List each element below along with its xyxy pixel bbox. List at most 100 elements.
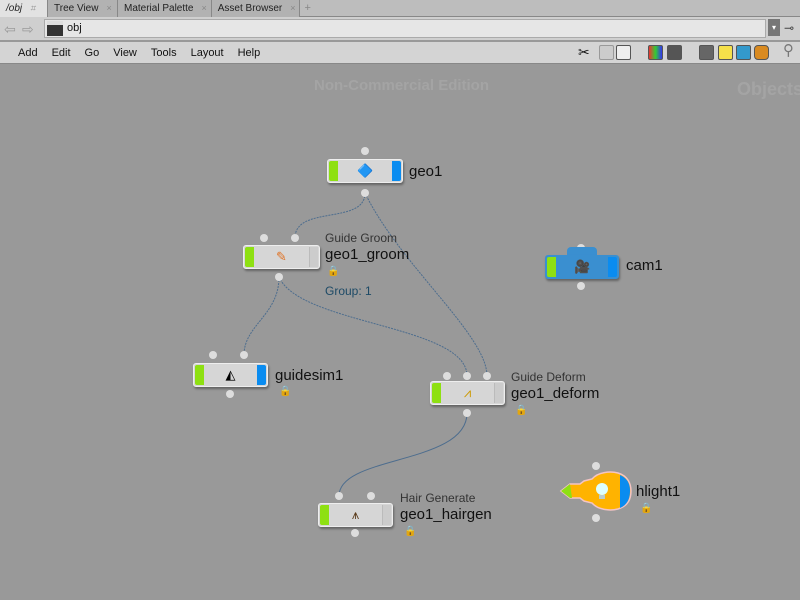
output-connector[interactable] [351,529,359,537]
menu-bar: Add Edit Go View Tools Layout Help ✂ ⚲ [0,42,800,64]
input-connector[interactable] [260,234,268,242]
node-hlight1[interactable] [558,470,632,512]
network-canvas[interactable]: Non-Commercial Edition Objects 🔷 geo1 ✎ … [0,65,800,600]
node-guidesim1[interactable]: ◭ [193,363,268,387]
bypass-flag[interactable] [329,161,338,181]
path-field[interactable]: obj [44,19,766,38]
network-box-icon[interactable] [699,45,714,60]
input-connector[interactable] [592,462,600,470]
output-connector[interactable] [275,273,283,281]
deform-icon: ⩘ [463,385,472,400]
tab-tree-view[interactable]: Tree View× [48,0,118,17]
bypass-flag[interactable] [195,365,204,385]
color-palette-icon[interactable] [648,45,663,60]
list-icon[interactable] [616,45,631,60]
guide-sim-icon: ◭ [225,367,236,382]
bypass-flag[interactable] [547,257,556,277]
add-tab-icon[interactable]: + [304,2,311,14]
tab-material-palette[interactable]: Material Palette× [118,0,212,17]
input-connector[interactable] [367,492,375,500]
lock-icon[interactable]: 🔒 [515,405,528,416]
lock-icon[interactable]: 🔒 [279,386,292,397]
node-name[interactable]: geo1_hairgen [400,506,492,523]
path-bar: ⇦ ⇨ obj ▾ ⊸ [0,17,800,41]
output-connector[interactable] [577,282,585,290]
clapperboard-icon [47,21,63,36]
node-name[interactable]: geo1_groom [325,246,410,263]
input-connector[interactable] [463,372,471,380]
asset-box-icon[interactable] [754,45,769,60]
close-icon[interactable]: × [290,3,296,13]
pin-icon[interactable]: ⊸ [784,21,795,35]
lightbulb-icon [596,483,608,495]
tab-asset-browser[interactable]: Asset Browser× [211,0,301,17]
bypass-flag[interactable] [245,247,254,267]
input-connector[interactable] [483,372,491,380]
display-flag[interactable] [494,383,503,403]
input-connector[interactable] [240,351,248,359]
lock-icon[interactable]: 🔒 [404,526,417,537]
menu-list: Add Edit Go View Tools Layout Help [18,46,260,60]
node-name[interactable]: geo1_deform [511,385,600,402]
camera-icon: 🎥 [574,259,591,274]
output-connector[interactable] [361,189,369,197]
input-connector[interactable] [209,351,217,359]
output-connector[interactable] [463,409,471,417]
wire-geo1-deform [364,192,488,377]
output-connector[interactable] [226,390,234,398]
node-name[interactable]: guidesim1 [275,367,344,384]
search-icon[interactable]: ⚲ [783,42,794,59]
menu-go[interactable]: Go [84,47,100,59]
forward-icon[interactable]: ⇨ [22,21,34,37]
node-type: Guide Deform [511,370,586,384]
display-flag[interactable] [382,505,391,525]
display-flag[interactable] [392,161,401,181]
input-connector[interactable] [361,147,369,155]
lock-icon[interactable]: 🔒 [640,503,653,514]
lock-icon[interactable]: 🔒 [327,266,340,277]
context-watermark: Objects [737,79,800,99]
tree-icon[interactable] [599,45,614,60]
menu-add[interactable]: Add [18,47,38,59]
node-cam1[interactable]: 🎥 [545,255,619,279]
bypass-flag[interactable] [432,383,441,403]
path-dropdown[interactable]: ▾ [768,19,780,36]
tab-obj[interactable]: /obj⌗ [0,0,48,17]
image-icon[interactable] [736,45,751,60]
wire-deform-hairgen [338,412,468,497]
camera-top [567,247,597,257]
sticky-note-icon[interactable] [718,45,733,60]
bypass-flag[interactable] [320,505,329,525]
input-connector[interactable] [291,234,299,242]
grid-icon[interactable] [667,45,682,60]
close-icon[interactable]: × [106,3,112,13]
wire-groom-guidesim [243,276,280,356]
menu-edit[interactable]: Edit [51,47,71,59]
close-icon[interactable]: × [201,3,207,13]
edition-watermark: Non-Commercial Edition [314,77,490,94]
node-name[interactable]: geo1 [409,163,443,180]
menu-help[interactable]: Help [237,47,261,59]
node-geo1-deform[interactable]: ⩘ [430,381,505,405]
display-flag[interactable] [608,257,617,277]
node-geo1-groom[interactable]: ✎ [243,245,320,269]
back-icon[interactable]: ⇦ [4,21,16,37]
geometry-icon: 🔷 [357,163,374,178]
node-name[interactable]: cam1 [626,257,663,274]
tab-pin-icon[interactable]: ⌗ [30,3,36,13]
display-flag[interactable] [257,365,266,385]
menu-view[interactable]: View [113,47,137,59]
tools-icon[interactable]: ✂ [578,44,590,60]
node-type: Guide Groom [325,231,398,245]
wires [243,192,488,497]
node-name[interactable]: hlight1 [636,483,681,500]
node-geo1-hairgen[interactable]: ⩚ [318,503,393,527]
input-connector[interactable] [443,372,451,380]
node-geo1[interactable]: 🔷 [327,159,403,183]
menu-tools[interactable]: Tools [150,47,177,59]
wire-geo1-groom [294,192,366,239]
menu-layout[interactable]: Layout [190,47,224,59]
output-connector[interactable] [592,514,600,522]
input-connector[interactable] [335,492,343,500]
display-flag[interactable] [309,247,318,267]
